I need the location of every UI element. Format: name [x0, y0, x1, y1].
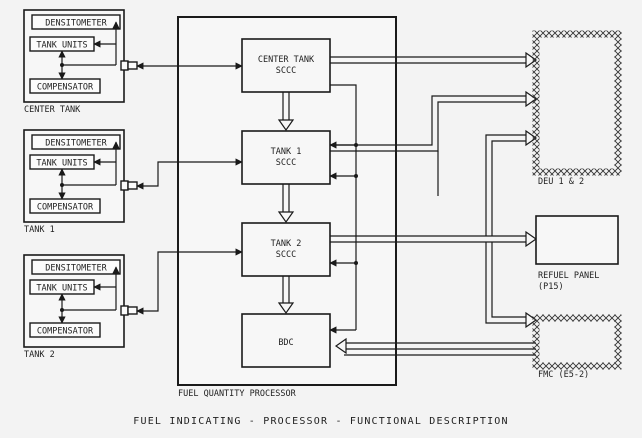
center-tank-sccc-line1: CENTER TANK — [258, 55, 315, 65]
center-tank-label: CENTER TANK — [24, 105, 81, 115]
tank1-densitometer-label: DENSITOMETER — [45, 139, 107, 149]
tank2-densitometer-box — [31, 259, 121, 275]
tank1-group: DENSITOMETER TANK UNITS COMPENSATOR TANK… — [23, 129, 138, 235]
refuel-panel-box — [535, 215, 619, 265]
tank1-link — [136, 158, 243, 190]
bdc-label: BDC — [278, 338, 293, 348]
tank2-sccc-line1: TANK 2 — [271, 239, 302, 249]
diagram-caption: FUEL INDICATING - PROCESSOR - FUNCTIONAL… — [133, 416, 508, 427]
fmc-label: FMC (E5-2) — [538, 370, 589, 380]
refuel-panel-label-line1: REFUEL PANEL — [538, 271, 599, 281]
tank1-compensator-label: COMPENSATOR — [37, 203, 94, 213]
fmc-box — [532, 314, 622, 370]
tank2-tank-units-label: TANK UNITS — [36, 284, 87, 294]
center-tank-units-label: TANK UNITS — [36, 41, 87, 51]
center-tank-sccc-line2: SCCC — [276, 66, 296, 76]
tank1-densitometer-box — [31, 134, 121, 150]
tank1-label: TANK 1 — [24, 225, 55, 235]
tank2-densitometer-label: DENSITOMETER — [45, 264, 107, 274]
processor-chain-arrows — [277, 92, 295, 315]
center-compensator-label: COMPENSATOR — [37, 83, 94, 93]
tank1-sccc-line2: SCCC — [276, 158, 296, 168]
tank2-label: TANK 2 — [24, 350, 55, 360]
deu-box — [532, 30, 622, 176]
output-buses — [330, 51, 538, 356]
tank1-sccc-block — [241, 130, 331, 185]
tank2-link — [136, 248, 243, 315]
tank2-sccc-line2: SCCC — [276, 250, 296, 260]
processor-label: FUEL QUANTITY PROCESSOR — [178, 389, 297, 399]
center-densitometer-box — [31, 14, 121, 30]
tank1-tank-units-label: TANK UNITS — [36, 159, 87, 169]
tank2-sccc-block — [241, 222, 331, 277]
deu-label: DEU 1 & 2 — [538, 177, 584, 187]
center-densitometer-label: DENSITOMETER — [45, 19, 107, 29]
tank1-sccc-line1: TANK 1 — [271, 147, 302, 157]
refuel-panel-label-line2: (P15) — [538, 282, 564, 292]
center-tank-group: DENSITOMETER TANK UNITS COMPENSATOR CENT… — [23, 9, 138, 115]
tank2-compensator-label: COMPENSATOR — [37, 327, 94, 337]
center-tank-sccc-block — [241, 38, 331, 93]
tank2-group: DENSITOMETER TANK UNITS COMPENSATOR TANK… — [23, 254, 138, 360]
